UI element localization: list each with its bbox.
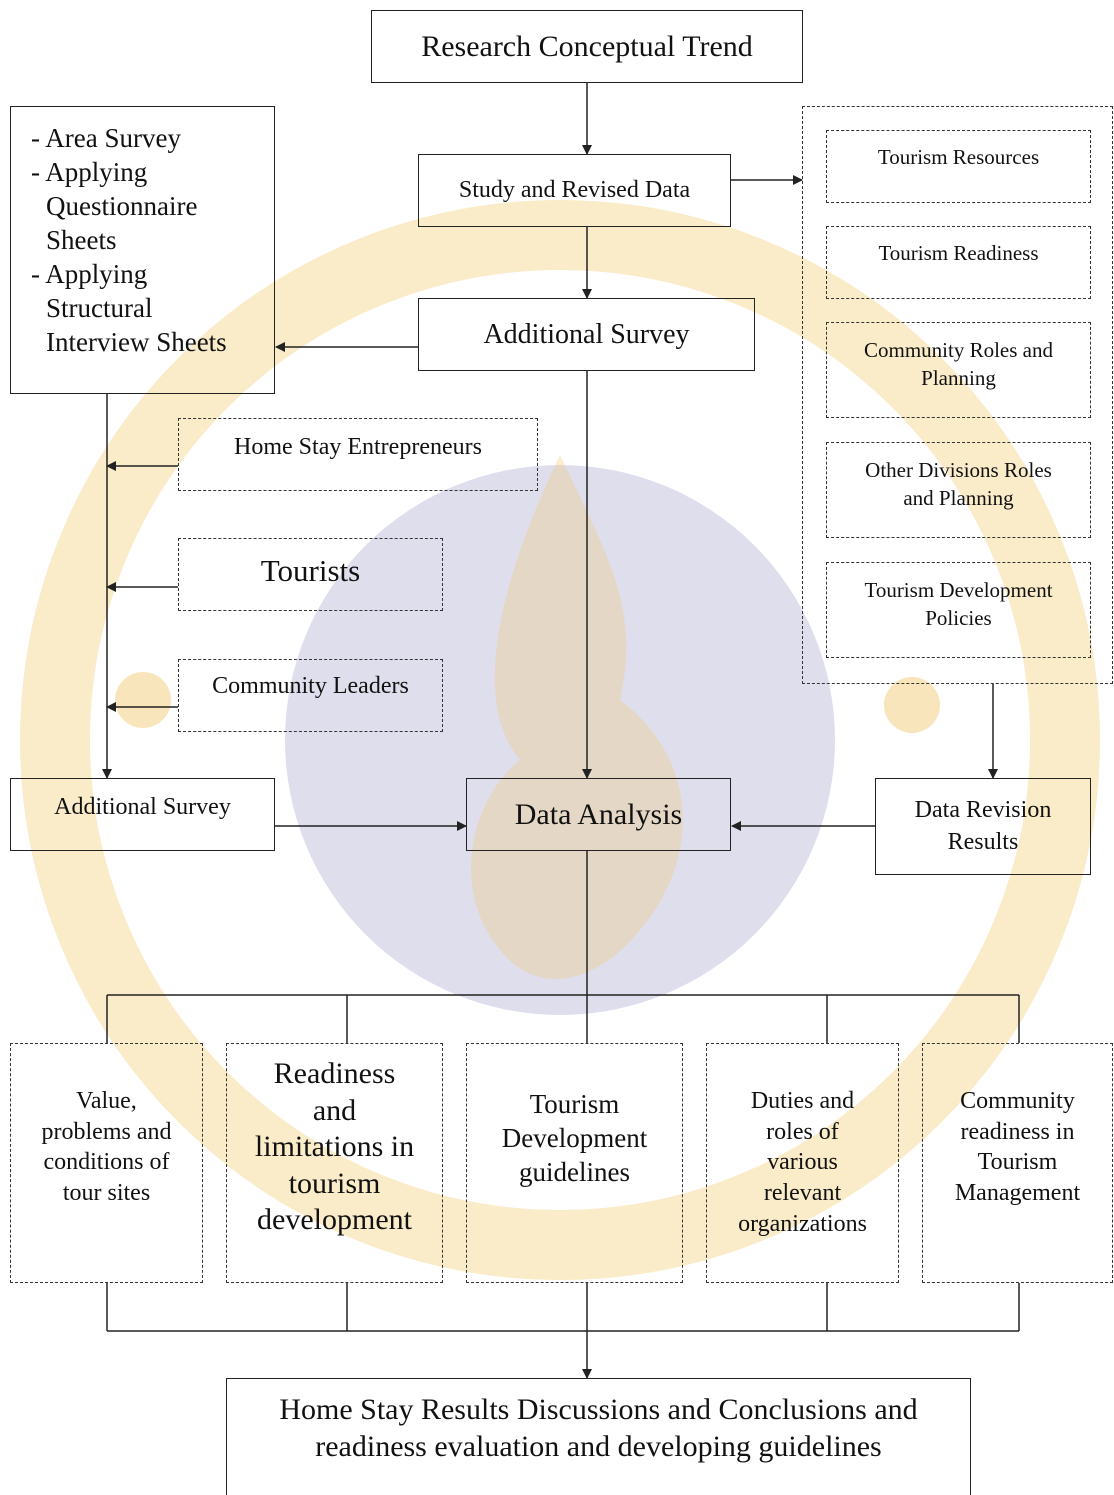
output-box: Tourism Development guidelines	[466, 1043, 683, 1283]
output-line: tour sites	[62, 1180, 151, 1207]
output-line: Tourism	[529, 1089, 620, 1119]
study-text: Study and Revised Data	[458, 177, 691, 204]
method-line: - Applying	[31, 157, 148, 188]
additional-survey-top-text: Additional Survey	[483, 318, 690, 350]
group-entrepreneurs-box: Home Stay Entrepreneurs	[178, 418, 538, 491]
group-entrepreneurs-text: Home Stay Entrepreneurs	[234, 434, 482, 460]
additional-survey-left-box: Additional Survey	[10, 778, 275, 851]
output-line: readiness in	[960, 1118, 1075, 1145]
topics-container	[802, 106, 1113, 684]
method-line: Questionnaire	[46, 191, 198, 222]
output-line: organizations	[738, 1210, 867, 1237]
output-line: Management	[954, 1180, 1081, 1207]
conclusion-line: Home Stay Results Discussions and Conclu…	[279, 1393, 918, 1426]
output-line: limitations in	[254, 1130, 415, 1164]
method-line: - Applying	[31, 259, 148, 290]
topic-box: Tourism Resources	[826, 130, 1091, 203]
output-box: Readiness and limitations in tourism dev…	[226, 1043, 443, 1283]
output-box: Value, problems and conditions of tour s…	[10, 1043, 203, 1283]
output-line: Readiness	[273, 1057, 396, 1090]
topic-text: Tourism Readiness	[878, 241, 1039, 265]
study-box: Study and Revised Data	[418, 154, 731, 227]
topic-line: Policies	[925, 605, 992, 630]
analysis-box: Data Analysis	[466, 778, 731, 851]
output-box: Community readiness in Tourism Managemen…	[922, 1043, 1113, 1283]
method-line: Interview Sheets	[46, 327, 227, 358]
output-line: relevant	[763, 1180, 842, 1207]
methods-box: - Area Survey - Applying Questionnaire S…	[10, 106, 275, 394]
topic-line: Tourism Development	[864, 578, 1053, 602]
method-line: - Area Survey	[31, 123, 181, 153]
group-leaders-box: Community Leaders	[178, 659, 443, 732]
output-line: various	[767, 1149, 838, 1176]
output-line: Duties and	[750, 1088, 855, 1114]
additional-survey-left-text: Additional Survey	[54, 794, 231, 820]
topic-box: Other Divisions Roles and Planning	[826, 442, 1091, 538]
output-line: Development	[501, 1122, 648, 1153]
topic-line: Community Roles and	[864, 338, 1053, 362]
group-tourists-text: Tourists	[260, 553, 361, 588]
revision-box: Data Revision Results	[875, 778, 1091, 875]
topic-box: Tourism Readiness	[826, 226, 1091, 299]
group-leaders-text: Community Leaders	[212, 673, 409, 699]
additional-survey-top-box: Additional Survey	[418, 298, 755, 371]
output-line: and	[312, 1093, 357, 1127]
topic-box: Community Roles and Planning	[826, 322, 1091, 418]
output-line: Value,	[76, 1088, 137, 1114]
method-line: Sheets	[46, 225, 117, 256]
output-line: guidelines	[519, 1156, 630, 1187]
output-line: Tourism	[977, 1149, 1058, 1176]
output-line: roles of	[766, 1118, 839, 1145]
output-line: development	[257, 1203, 412, 1237]
revision-line: Data Revision	[914, 797, 1052, 824]
output-line: tourism	[288, 1166, 381, 1200]
topic-line: Other Divisions Roles	[865, 458, 1052, 482]
conclusion-line: readiness evaluation and developing guid…	[315, 1430, 882, 1464]
output-line: problems and	[41, 1118, 172, 1145]
output-box: Duties and roles of various relevant org…	[706, 1043, 899, 1283]
conclusion-box: Home Stay Results Discussions and Conclu…	[226, 1378, 971, 1495]
group-tourists-box: Tourists	[178, 538, 443, 611]
title-box: Research Conceptual Trend	[371, 10, 803, 83]
output-line: Community	[960, 1088, 1075, 1114]
title-text: Research Conceptual Trend	[421, 29, 753, 63]
topic-box: Tourism Development Policies	[826, 562, 1091, 658]
method-line: Structural	[46, 293, 153, 324]
topic-line: and Planning	[903, 485, 1014, 510]
analysis-text: Data Analysis	[514, 797, 683, 831]
topic-text: Tourism Resources	[877, 145, 1040, 169]
output-line: conditions of	[43, 1149, 170, 1176]
topic-line: Planning	[921, 365, 996, 390]
revision-line: Results	[947, 828, 1019, 855]
